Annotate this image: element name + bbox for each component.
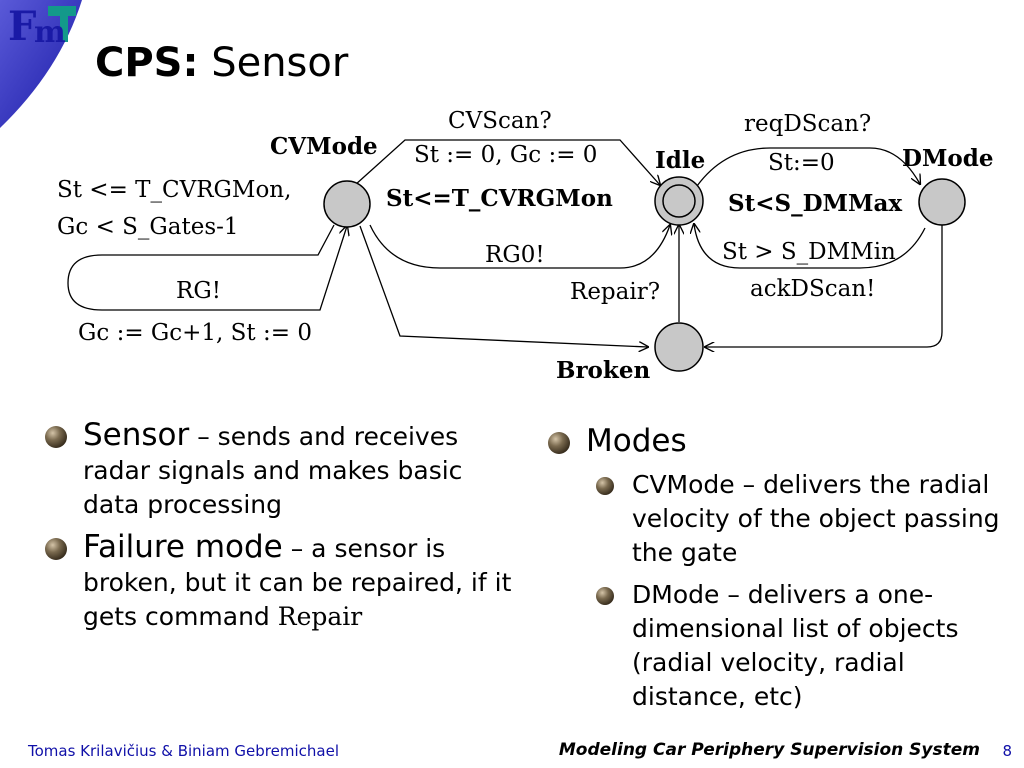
sensor-automaton-diagram: CVMode Idle DMode Broken St<=T_CVRGMon S… xyxy=(57,108,993,384)
title-bold: CPS: xyxy=(95,40,199,86)
label-reqdscan: reqDScan? xyxy=(744,111,871,137)
bullet-icon xyxy=(548,432,570,454)
label-rg0: RG0! xyxy=(485,242,545,268)
label-dmode: DMode xyxy=(902,145,993,172)
edge-cvscan xyxy=(354,139,660,185)
modes-term: Modes xyxy=(586,423,687,459)
slide-title: CPS: Sensor xyxy=(95,40,348,86)
label-loop-update: Gc := Gc+1, St := 0 xyxy=(78,320,312,346)
label-loop-guard-1: St <= T_CVRGMon, xyxy=(57,177,291,203)
edge-ackdscan xyxy=(694,224,926,269)
sub-bullet-icon xyxy=(596,587,614,605)
title-rest: Sensor xyxy=(198,40,349,86)
label-broken: Broken xyxy=(556,357,650,384)
dmode-desc: DMode – delivers a one-dimensional list … xyxy=(632,580,959,711)
right-column: Modes CVMode – delivers the radial veloc… xyxy=(548,424,1018,722)
label-idle: Idle xyxy=(655,147,705,174)
state-cvmode xyxy=(323,180,371,228)
sensor-dash: – xyxy=(189,422,218,451)
label-ackdscan-guard: St > S_DMMin xyxy=(722,239,896,265)
sub-bullet-dmode: DMode – delivers a one-dimensional list … xyxy=(596,578,1018,714)
bullet-modes: Modes xyxy=(548,424,1018,460)
bullet-sensor: Sensor – sends and receives radar signal… xyxy=(45,418,515,522)
bullet-icon xyxy=(45,426,67,448)
sensor-desc: sends and receives radar signals and mak… xyxy=(83,422,463,519)
label-rg: RG! xyxy=(176,278,221,304)
failure-command: Repair xyxy=(277,602,363,631)
label-repair: Repair? xyxy=(570,279,660,305)
left-column: Sensor – sends and receives radar signal… xyxy=(45,418,515,642)
edge-to-broken-d xyxy=(705,225,943,347)
bullet-failure: Failure mode – a sensor is broken, but i… xyxy=(45,530,515,634)
label-cvscan: CVScan? xyxy=(448,108,552,134)
page-number: 8 xyxy=(1002,742,1012,760)
invariant-dmode: St<S_DMMax xyxy=(728,190,902,217)
bullet-icon xyxy=(45,538,67,560)
label-cvmode: CVMode xyxy=(270,133,378,160)
state-idle-inner xyxy=(662,184,696,218)
failure-dash: – xyxy=(282,534,312,563)
edge-reqdscan xyxy=(696,147,920,187)
svg-text:m: m xyxy=(34,15,66,48)
failure-term: Failure mode xyxy=(83,529,283,565)
edge-rg-loop xyxy=(67,225,347,311)
state-dmode xyxy=(918,178,966,226)
label-loop-guard-2: Gc < S_Gates-1 xyxy=(57,214,239,240)
label-cvscan-update: St := 0, Gc := 0 xyxy=(414,142,597,168)
sub-bullet-icon xyxy=(596,477,614,495)
edge-rg0 xyxy=(369,225,670,269)
cvmode-desc: CVMode – delivers the radial velocity of… xyxy=(632,470,1000,567)
svg-text:F: F xyxy=(8,3,36,48)
sensor-term: Sensor xyxy=(83,417,190,453)
footer-authors: Tomas Krilavičius & Biniam Gebremichael xyxy=(28,742,339,760)
invariant-cvmode: St<=T_CVRGMon xyxy=(386,185,613,212)
edge-to-broken-cv xyxy=(359,225,648,347)
label-ackdscan: ackDScan! xyxy=(750,276,875,302)
failure-desc: a sensor is broken, but it can be repair… xyxy=(83,534,512,631)
fm-logo: F m xyxy=(8,2,78,50)
footer-title: Modeling Car Periphery Supervision Syste… xyxy=(558,740,980,760)
sub-bullet-cvmode: CVMode – delivers the radial velocity of… xyxy=(596,468,1018,570)
state-broken xyxy=(654,322,704,372)
label-reqdscan-update: St:=0 xyxy=(768,150,835,176)
